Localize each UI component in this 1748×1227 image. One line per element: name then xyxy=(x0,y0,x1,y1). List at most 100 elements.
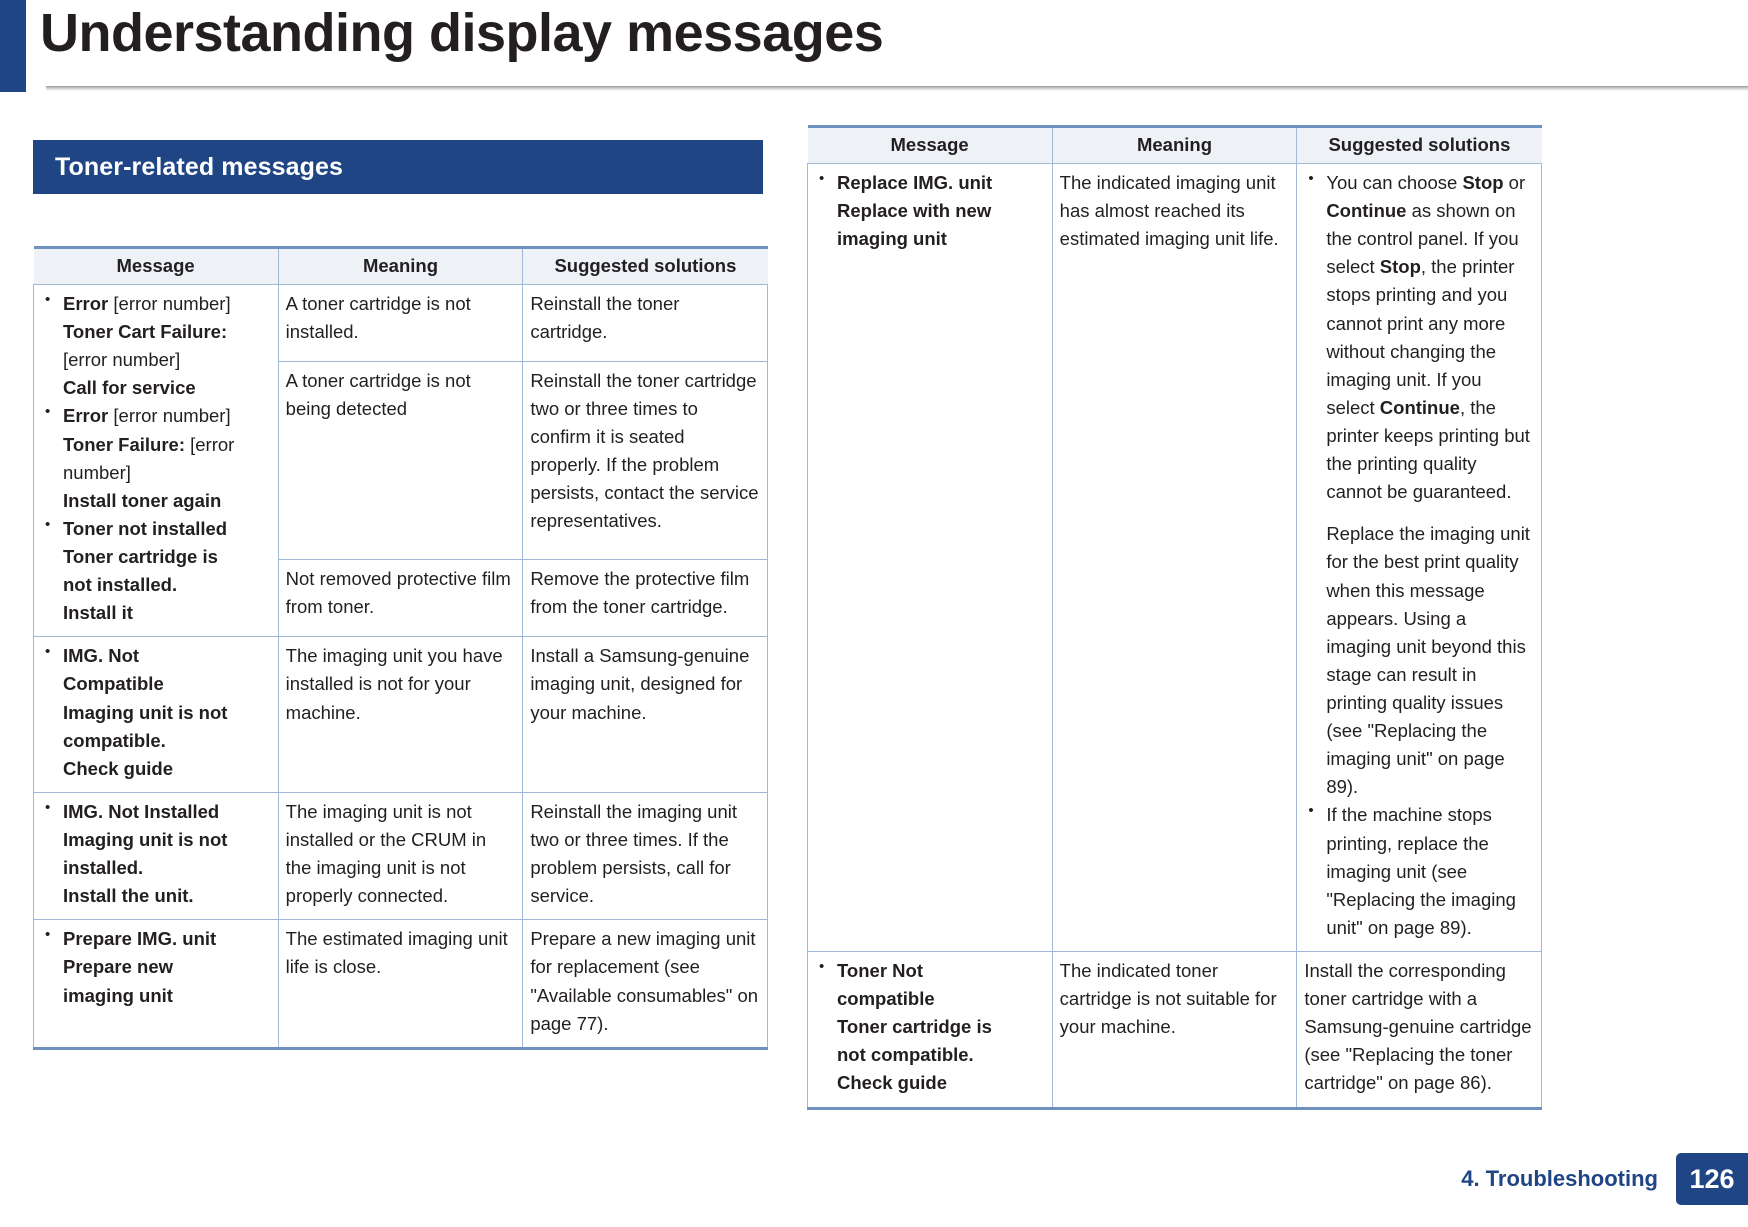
message-line: imaging unit xyxy=(41,982,271,1010)
message-text-plain: [error number] xyxy=(63,349,181,371)
message-text: Install toner again xyxy=(63,489,222,511)
message-text: imaging unit xyxy=(837,228,947,250)
footer-page-number: 126 xyxy=(1676,1153,1748,1205)
message-text-plain: [error number] xyxy=(113,293,231,314)
message-line: compatible. xyxy=(41,727,271,755)
message-text-plain: number] xyxy=(63,461,131,483)
message-text: Imaging unit is not xyxy=(63,828,228,850)
cell-solution: Install a Samsung-genuine imaging unit, … xyxy=(522,636,768,793)
solution-bullet: You can choose Stop or Continue as shown… xyxy=(1304,168,1534,801)
solution-bullet: If the machine stops printing, replace t… xyxy=(1304,800,1534,942)
message-text: Install the unit. xyxy=(63,885,194,907)
section-banner: Toner-related messages xyxy=(33,140,763,194)
cell-meaning: A toner cartridge is not being detected xyxy=(277,361,524,561)
column-header-message: Message xyxy=(33,246,279,285)
message-text-plain: [error xyxy=(190,433,235,455)
message-text: IMG. Not Installed xyxy=(63,800,220,822)
cell-meaning: The indicated toner cartridge is not sui… xyxy=(1051,951,1298,1110)
emphasis-keyword: Stop xyxy=(1379,256,1421,278)
title-divider xyxy=(46,86,1748,91)
message-text: Check guide xyxy=(63,757,173,779)
emphasis-keyword: Stop xyxy=(1462,172,1504,193)
cell-solution: Reinstall the toner cartridge. xyxy=(522,284,768,362)
left-column: Toner-related messages Message Meaning S… xyxy=(33,140,775,1050)
page-title: Understanding display messages xyxy=(40,3,884,63)
title-accent-bar xyxy=(0,0,26,92)
message-text: Replace with new xyxy=(837,200,992,222)
cell-solution: Prepare a new imaging unit for replaceme… xyxy=(522,919,768,1050)
message-line: IMG. Not Installed xyxy=(41,797,271,826)
column-header-solutions: Suggested solutions xyxy=(1296,125,1542,164)
message-line: [error number] xyxy=(41,346,271,374)
column-header-message: Message xyxy=(807,125,1053,164)
toner-messages-table-right: Message Meaning Suggested solutions Repl… xyxy=(807,125,1542,1110)
message-line: Toner Not xyxy=(815,956,1045,985)
cell-meaning: Not removed protective film from toner. xyxy=(277,559,524,638)
message-line: Error [error number] xyxy=(41,401,271,430)
message-text: Toner Not xyxy=(837,959,923,981)
message-line: Install toner again xyxy=(41,487,271,515)
message-text: Error xyxy=(63,293,114,314)
message-line: Check guide xyxy=(815,1069,1045,1097)
message-line: imaging unit xyxy=(815,225,1045,253)
message-line: Install the unit. xyxy=(41,882,271,910)
message-line: Call for service xyxy=(41,374,271,402)
cell-solution: Reinstall the toner cartridge two or thr… xyxy=(522,361,768,561)
message-line: Check guide xyxy=(41,755,271,783)
message-text: Call for service xyxy=(63,377,196,399)
column-header-meaning: Meaning xyxy=(1051,125,1298,164)
table-header-row: Message Meaning Suggested solutions xyxy=(807,125,1542,164)
cell-meaning: The indicated imaging unit has almost re… xyxy=(1051,163,1298,952)
message-line: Replace IMG. unit xyxy=(815,168,1045,197)
message-text: IMG. Not xyxy=(63,645,140,667)
message-line: Replace with new xyxy=(815,197,1045,225)
toner-messages-table-left: Message Meaning Suggested solutions Erro… xyxy=(33,246,768,1050)
solution-paragraph: Replace the imaging unit for the best pr… xyxy=(1326,523,1530,798)
table-header-row: Message Meaning Suggested solutions xyxy=(33,246,768,285)
message-text: Error xyxy=(63,405,114,427)
message-text: Prepare IMG. unit xyxy=(63,928,217,950)
cell-solution: Remove the protective film from the tone… xyxy=(522,559,768,638)
message-text: Compatible xyxy=(63,673,164,695)
message-line: Imaging unit is not xyxy=(41,826,271,854)
message-text: not compatible. xyxy=(837,1044,974,1066)
message-text-plain: [error number] xyxy=(113,405,231,427)
message-line: Toner cartridge is xyxy=(815,1013,1045,1041)
cell-solution: You can choose Stop or Continue as shown… xyxy=(1296,163,1542,952)
page-header: Understanding display messages xyxy=(0,0,1748,92)
column-header-solutions: Suggested solutions xyxy=(522,246,768,285)
message-text: imaging unit xyxy=(63,984,173,1006)
section-banner-label: Toner-related messages xyxy=(55,152,343,181)
message-text: not installed. xyxy=(63,574,178,596)
solution-paragraph: If the machine stops printing, replace t… xyxy=(1326,804,1516,938)
cell-meaning: The estimated imaging unit life is close… xyxy=(277,919,524,1050)
message-text: compatible. xyxy=(63,729,166,751)
message-line: compatible xyxy=(815,985,1045,1013)
cell-solution: Reinstall the imaging unit two or three … xyxy=(522,792,768,921)
message-line: IMG. Not xyxy=(41,641,271,670)
message-text: Install it xyxy=(63,602,133,624)
message-text: Toner not installed xyxy=(63,517,228,539)
footer-section-label: 4. Troubleshooting xyxy=(1461,1166,1658,1191)
message-line: Imaging unit is not xyxy=(41,699,271,727)
cell-meaning: A toner cartridge is not installed. xyxy=(277,284,524,362)
message-line: Compatible xyxy=(41,670,271,698)
table-row: Not removed protective film from toner.R… xyxy=(34,559,768,638)
message-line: Error [error number] xyxy=(41,289,271,318)
message-text: Replace IMG. unit xyxy=(837,172,993,193)
message-text: Prepare new xyxy=(63,956,174,978)
message-line: Toner cartridge is xyxy=(41,543,271,571)
message-line: number] xyxy=(41,459,271,487)
right-column: Message Meaning Suggested solutions Repl… xyxy=(807,125,1549,1110)
